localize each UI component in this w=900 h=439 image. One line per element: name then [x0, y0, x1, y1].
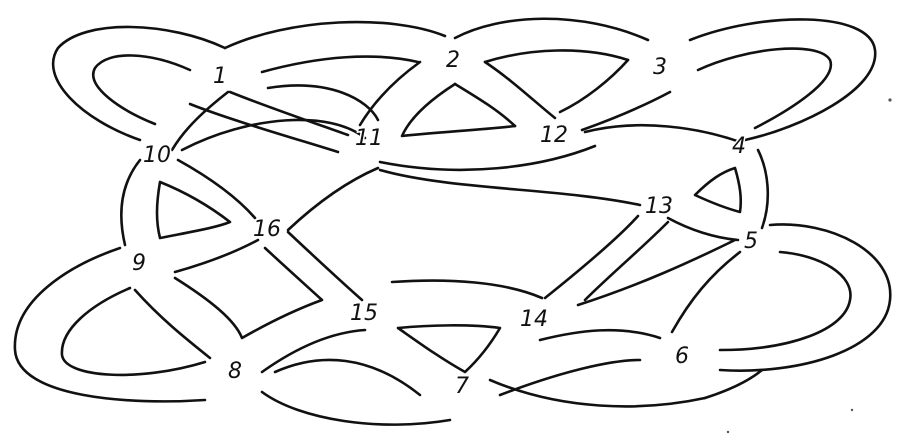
crossing-label: 5	[744, 229, 758, 254]
crossing-label: 12	[540, 123, 568, 148]
crossing-label: 14	[520, 307, 548, 332]
knot-strand	[380, 170, 640, 205]
knot-strand	[380, 146, 595, 170]
crossing-label: 9	[132, 251, 146, 276]
crossing-label: 13	[645, 194, 673, 219]
knot-strand	[668, 218, 738, 240]
crossing-label: 2	[446, 48, 460, 73]
knot-strand	[392, 281, 542, 298]
knot-strand	[262, 57, 418, 72]
crossing-label: 6	[675, 344, 689, 369]
knot-strand	[560, 60, 628, 112]
knot-strand	[545, 216, 638, 298]
knot-strand	[262, 330, 365, 372]
crossing-label: 4	[732, 134, 746, 159]
knot-strand	[455, 19, 648, 40]
knot-strand	[398, 325, 500, 372]
knot-strand	[582, 92, 670, 130]
knot-strand	[53, 27, 225, 140]
knot-strand	[62, 288, 205, 375]
crossing-label: 16	[253, 217, 281, 242]
pencil-speck	[727, 431, 729, 433]
crossing-label: 10	[143, 143, 171, 168]
crossing-label: 11	[355, 126, 383, 151]
crossing-label: 3	[653, 55, 667, 80]
knot-strand	[190, 104, 338, 152]
knot-strand	[288, 168, 378, 230]
knot-strand	[225, 22, 445, 48]
knot-strand	[121, 160, 140, 245]
knot-strand	[490, 380, 705, 406]
knot-strand	[540, 330, 660, 340]
knot-strand	[705, 370, 762, 398]
pencil-speck	[888, 98, 891, 101]
crossing-label: 15	[350, 301, 378, 326]
knot-strand	[230, 92, 348, 135]
knot-strand	[182, 120, 365, 150]
knot-strand	[758, 150, 768, 228]
knot-strand	[485, 50, 628, 62]
knot-strand	[93, 55, 190, 124]
knot-strand	[288, 232, 362, 300]
knot-strand	[585, 125, 740, 142]
pencil-speck	[851, 409, 853, 411]
knot-strand	[178, 160, 255, 218]
knot-strand	[402, 84, 515, 136]
crossing-label: 8	[228, 359, 242, 384]
crossing-label: 1	[213, 64, 227, 89]
knot-strand	[157, 182, 230, 238]
knot-strand	[275, 360, 420, 395]
knot-strand	[262, 392, 450, 425]
knot-strand	[135, 290, 210, 358]
knot-strand	[360, 62, 420, 125]
crossing-label: 7	[455, 374, 469, 399]
knot-strand	[720, 252, 850, 350]
knot-strand	[695, 168, 741, 212]
knot-strand	[455, 84, 515, 126]
knot-strand	[500, 360, 640, 395]
knot-strand	[690, 19, 875, 140]
knot-strand	[175, 240, 258, 272]
knot-strand	[268, 86, 378, 120]
knot-strand	[175, 248, 322, 338]
